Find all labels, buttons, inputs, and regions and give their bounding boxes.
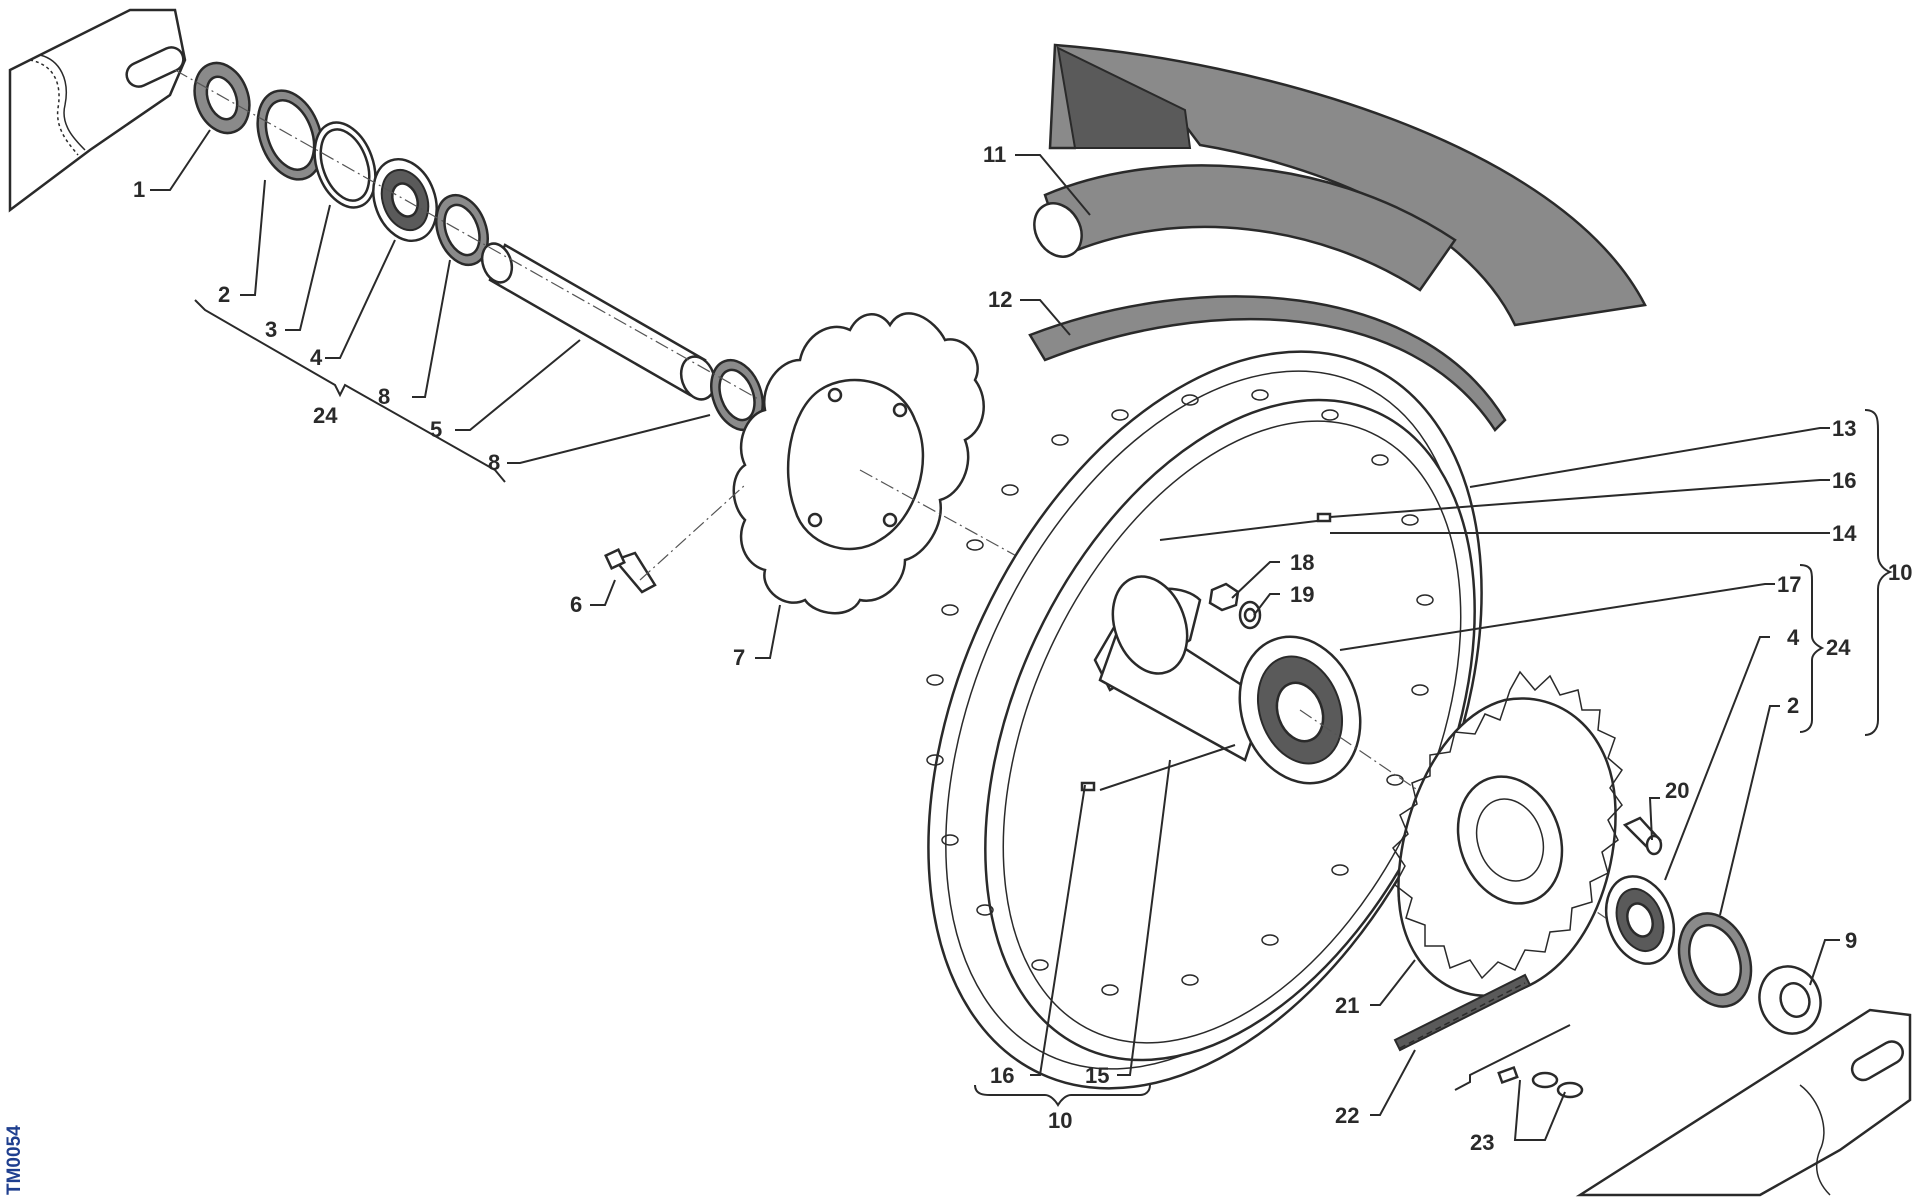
callout-4-left: 4 [310, 345, 323, 370]
tyre-11 [1033, 43, 1647, 327]
callout-10-bottom: 10 [1048, 1108, 1072, 1133]
callout-3: 3 [265, 317, 277, 342]
circlip-3 [313, 121, 377, 209]
axle-spacer-5 [480, 242, 717, 401]
callout-19: 19 [1290, 582, 1314, 607]
callout-6: 6 [570, 592, 582, 617]
callout-15: 15 [1085, 1063, 1109, 1088]
callout-22: 22 [1335, 1103, 1359, 1128]
callout-14: 14 [1832, 521, 1857, 546]
chain-link-23 [1497, 1065, 1584, 1099]
callout-24-right: 24 [1826, 635, 1851, 660]
callout-8-upper: 8 [378, 384, 390, 409]
seal-1 [193, 61, 251, 135]
hub-nut-18 [1208, 582, 1240, 612]
callout-20: 20 [1665, 778, 1689, 803]
callout-18: 18 [1290, 550, 1314, 575]
callout-12: 12 [988, 287, 1012, 312]
disc-bolt-6 [604, 548, 657, 594]
callout-labels: 1 2 3 4 8 24 5 8 6 7 11 12 13 16 14 10 1… [133, 142, 1912, 1155]
chain-22 [1393, 973, 1532, 1052]
callout-1: 1 [133, 177, 145, 202]
hub-17 [1093, 575, 1362, 785]
callout-8-lower: 8 [488, 450, 500, 475]
swingarm-left [8, 8, 187, 213]
bearing-4-right [1604, 875, 1676, 965]
callout-5: 5 [430, 417, 442, 442]
callout-16-bottom: 16 [990, 1063, 1014, 1088]
sprocket-bolt-20 [1622, 816, 1663, 856]
rim-band-12 [1028, 295, 1507, 432]
callout-9: 9 [1845, 928, 1857, 953]
callout-13: 13 [1832, 416, 1856, 441]
brackets [194, 299, 1893, 1107]
leader-lines [150, 129, 1840, 1141]
spacer-9 [1758, 965, 1822, 1035]
callout-2-left: 2 [218, 282, 230, 307]
spacer-8-upper [435, 193, 489, 267]
callout-10-right: 10 [1888, 560, 1912, 585]
sprocket-21 [1392, 670, 1623, 997]
callout-16-right: 16 [1832, 468, 1856, 493]
brake-disc-7 [732, 312, 985, 615]
callout-23: 23 [1470, 1130, 1494, 1155]
drawing-code: TM0054 [4, 1125, 25, 1195]
spacer-ring-2-right [1677, 912, 1753, 1008]
callout-7: 7 [733, 645, 745, 670]
swingarm-right [1575, 1008, 1912, 1197]
callout-11: 11 [983, 142, 1006, 167]
washer-19 [1238, 600, 1262, 630]
callout-4-right: 4 [1787, 625, 1800, 650]
callout-21: 21 [1335, 993, 1359, 1018]
callout-2-right: 2 [1787, 693, 1799, 718]
spoke-nipple-assembly [1080, 512, 1332, 792]
callout-17: 17 [1777, 572, 1801, 597]
callout-24-left: 24 [313, 403, 338, 428]
